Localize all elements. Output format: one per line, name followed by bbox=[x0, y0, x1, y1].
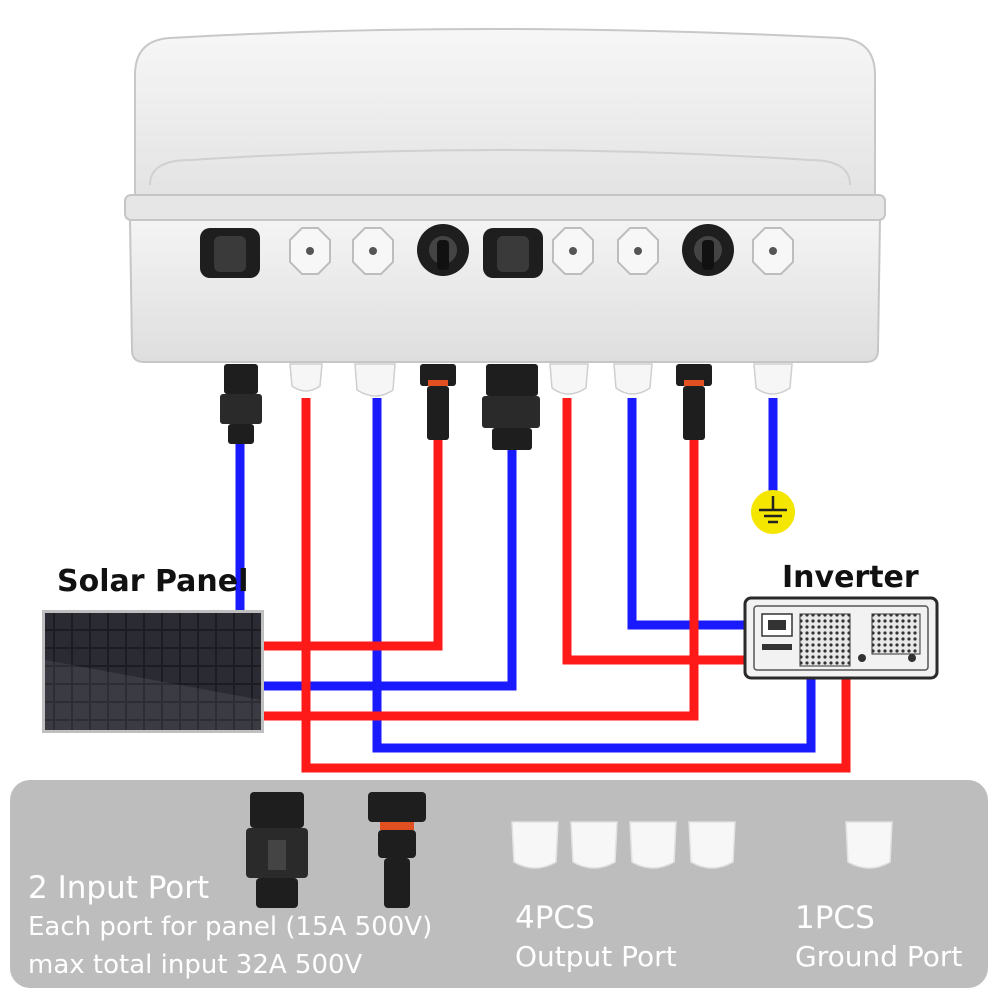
cable-gland-icon bbox=[752, 227, 794, 275]
mc4-connector-icon bbox=[682, 224, 734, 276]
solar-panel-image bbox=[42, 610, 264, 733]
mc4-connector-icon bbox=[676, 364, 712, 440]
cable-gland-icon bbox=[289, 363, 323, 392]
wire-positive bbox=[262, 440, 699, 721]
solar-panel-label: Solar Panel bbox=[57, 564, 249, 599]
mc4-connector-icon bbox=[200, 228, 260, 278]
wire-positive bbox=[562, 398, 752, 665]
mc4-connector-icon bbox=[482, 364, 540, 450]
inverter-image bbox=[743, 596, 939, 680]
mc4-connector-icon bbox=[220, 364, 262, 444]
wire-negative bbox=[372, 398, 816, 753]
cable-gland-icon bbox=[753, 363, 793, 395]
cable-gland-icon bbox=[549, 363, 589, 395]
cable-gland-icon bbox=[613, 363, 653, 395]
cable-gland-icon bbox=[552, 227, 594, 275]
combiner-box-enclosure bbox=[124, 28, 886, 363]
wire-positive bbox=[262, 438, 443, 651]
mc4-connector-icon bbox=[246, 792, 308, 908]
cable-gland-icon bbox=[289, 227, 331, 275]
cable-gland-icon bbox=[688, 821, 736, 869]
cable-gland-icon bbox=[845, 821, 893, 869]
cable-gland-icon bbox=[352, 227, 394, 275]
ground-symbol-icon bbox=[751, 490, 795, 534]
mc4-connector-icon bbox=[483, 228, 543, 278]
cable-gland-icon bbox=[570, 821, 618, 869]
cable-gland-icon bbox=[617, 227, 659, 275]
mc4-connector-icon bbox=[368, 792, 426, 908]
ground-port-label: Ground Port bbox=[795, 940, 963, 973]
cable-gland-icon bbox=[629, 821, 677, 869]
wire-negative bbox=[262, 445, 517, 691]
info-panel-icons bbox=[246, 792, 893, 908]
hanging-connectors bbox=[220, 363, 793, 450]
input-port-total: max total input 32A 500V bbox=[28, 950, 363, 980]
output-port-count: 4PCS bbox=[515, 900, 595, 936]
input-port-spec: Each port for panel (15A 500V) bbox=[28, 912, 433, 942]
wiring bbox=[235, 398, 851, 773]
output-port-label: Output Port bbox=[515, 940, 677, 973]
wire-negative bbox=[627, 398, 752, 630]
mc4-connector-icon bbox=[417, 224, 469, 276]
wire-positive bbox=[301, 398, 851, 773]
cable-gland-icon bbox=[354, 363, 396, 397]
inverter-label: Inverter bbox=[782, 560, 919, 595]
box-front-connectors bbox=[200, 224, 794, 278]
cable-gland-icon bbox=[511, 821, 559, 869]
ground-port-count: 1PCS bbox=[795, 900, 875, 936]
input-port-title: 2 Input Port bbox=[28, 870, 210, 906]
mc4-connector-icon bbox=[420, 364, 456, 440]
